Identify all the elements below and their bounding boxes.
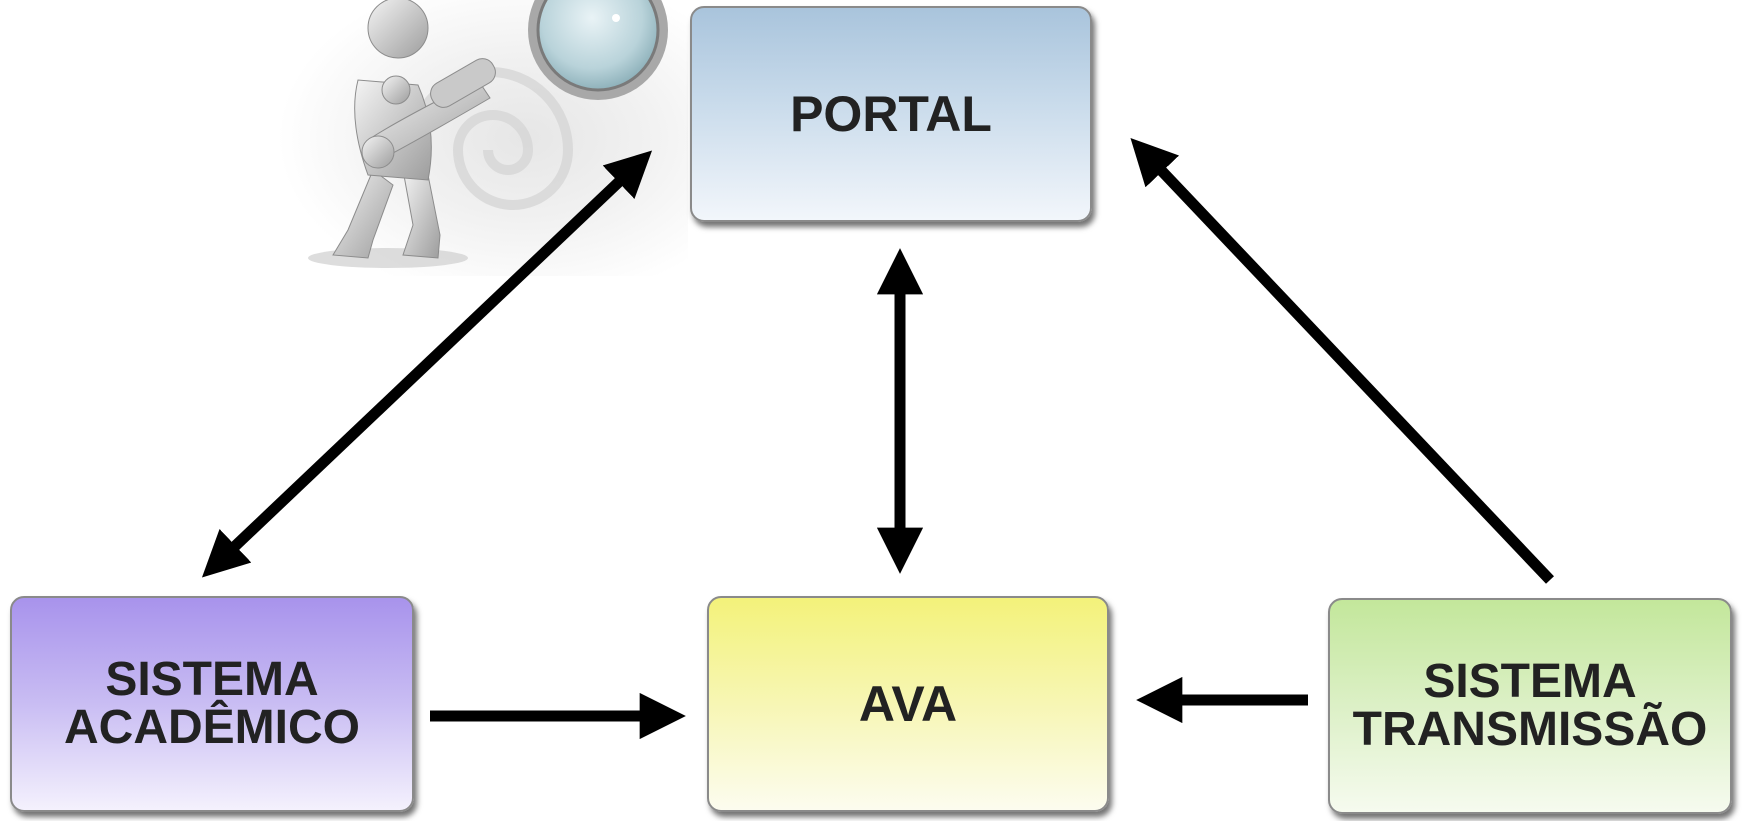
- node-portal-label: PORTAL: [790, 86, 992, 142]
- node-ava-label: AVA: [858, 676, 958, 732]
- node-portal: PORTAL: [690, 6, 1092, 222]
- node-sistema-academico-label: SISTEMA ACADÊMICO: [64, 653, 360, 754]
- node-ava: AVA: [707, 596, 1109, 812]
- arrow-transmissao-portal: [1130, 137, 1554, 584]
- node-sistema-transmissao-label: SISTEMA TRANSMISSÃO: [1352, 655, 1708, 756]
- arrow-portal-academico: [201, 150, 653, 578]
- node-sistema-transmissao: SISTEMA TRANSMISSÃO: [1328, 598, 1732, 814]
- node-sistema-academico: SISTEMA ACADÊMICO: [10, 596, 414, 812]
